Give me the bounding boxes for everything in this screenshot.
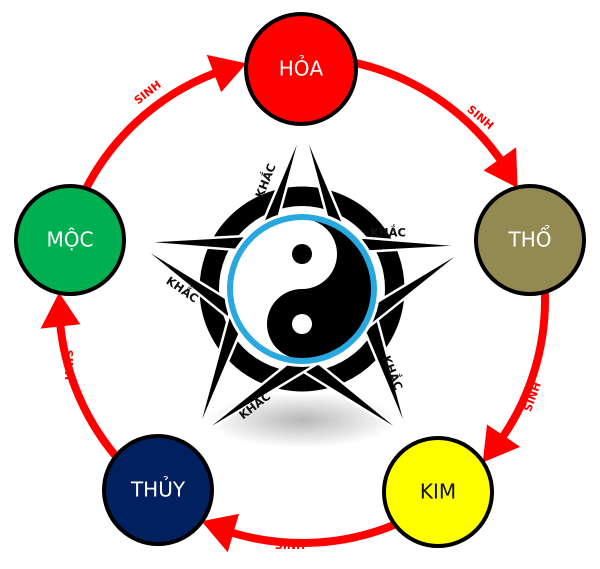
sinh-label: SINH — [521, 380, 544, 413]
element-node-thuy: THỦY — [102, 434, 214, 546]
yin-yang-icon — [224, 211, 380, 367]
sinh-cycle — [40, 54, 549, 553]
element-label: THỔ — [508, 226, 552, 252]
element-label: KIM — [420, 480, 456, 504]
element-circle — [474, 184, 586, 296]
sinh-arc — [55, 312, 120, 460]
element-label: THỦY — [130, 477, 186, 502]
element-nodes: HỎA THỔ KIM THỦY MỘC — [14, 12, 586, 548]
sinh-arc — [492, 291, 549, 450]
sinh-arc — [219, 520, 397, 547]
element-node-moc: MỘC — [14, 184, 126, 296]
element-node-hoa: HỎA — [244, 12, 358, 126]
sinh-arrowhead — [483, 147, 518, 188]
khac-label: KHẮC — [370, 224, 406, 240]
yin-yang-ring — [227, 214, 377, 364]
element-circle — [102, 434, 214, 546]
sinh-arrowhead — [206, 54, 247, 93]
element-node-kim: KIM — [382, 436, 494, 548]
element-circle — [382, 436, 494, 548]
star-shadow — [207, 392, 397, 448]
element-label: MỘC — [47, 228, 94, 252]
sinh-arc — [354, 59, 511, 173]
sinh-label: SINH — [62, 350, 75, 380]
sinh-arrowhead — [482, 424, 521, 463]
sinh-label: SINH — [275, 539, 305, 552]
sinh-arrowhead — [40, 292, 81, 329]
element-node-tho: THỔ — [474, 184, 586, 296]
sinh-arrowhead — [201, 513, 240, 553]
sinh-arc — [82, 65, 229, 191]
element-circle — [244, 12, 358, 126]
element-circle — [14, 184, 126, 296]
element-label: HỎA — [279, 56, 324, 81]
